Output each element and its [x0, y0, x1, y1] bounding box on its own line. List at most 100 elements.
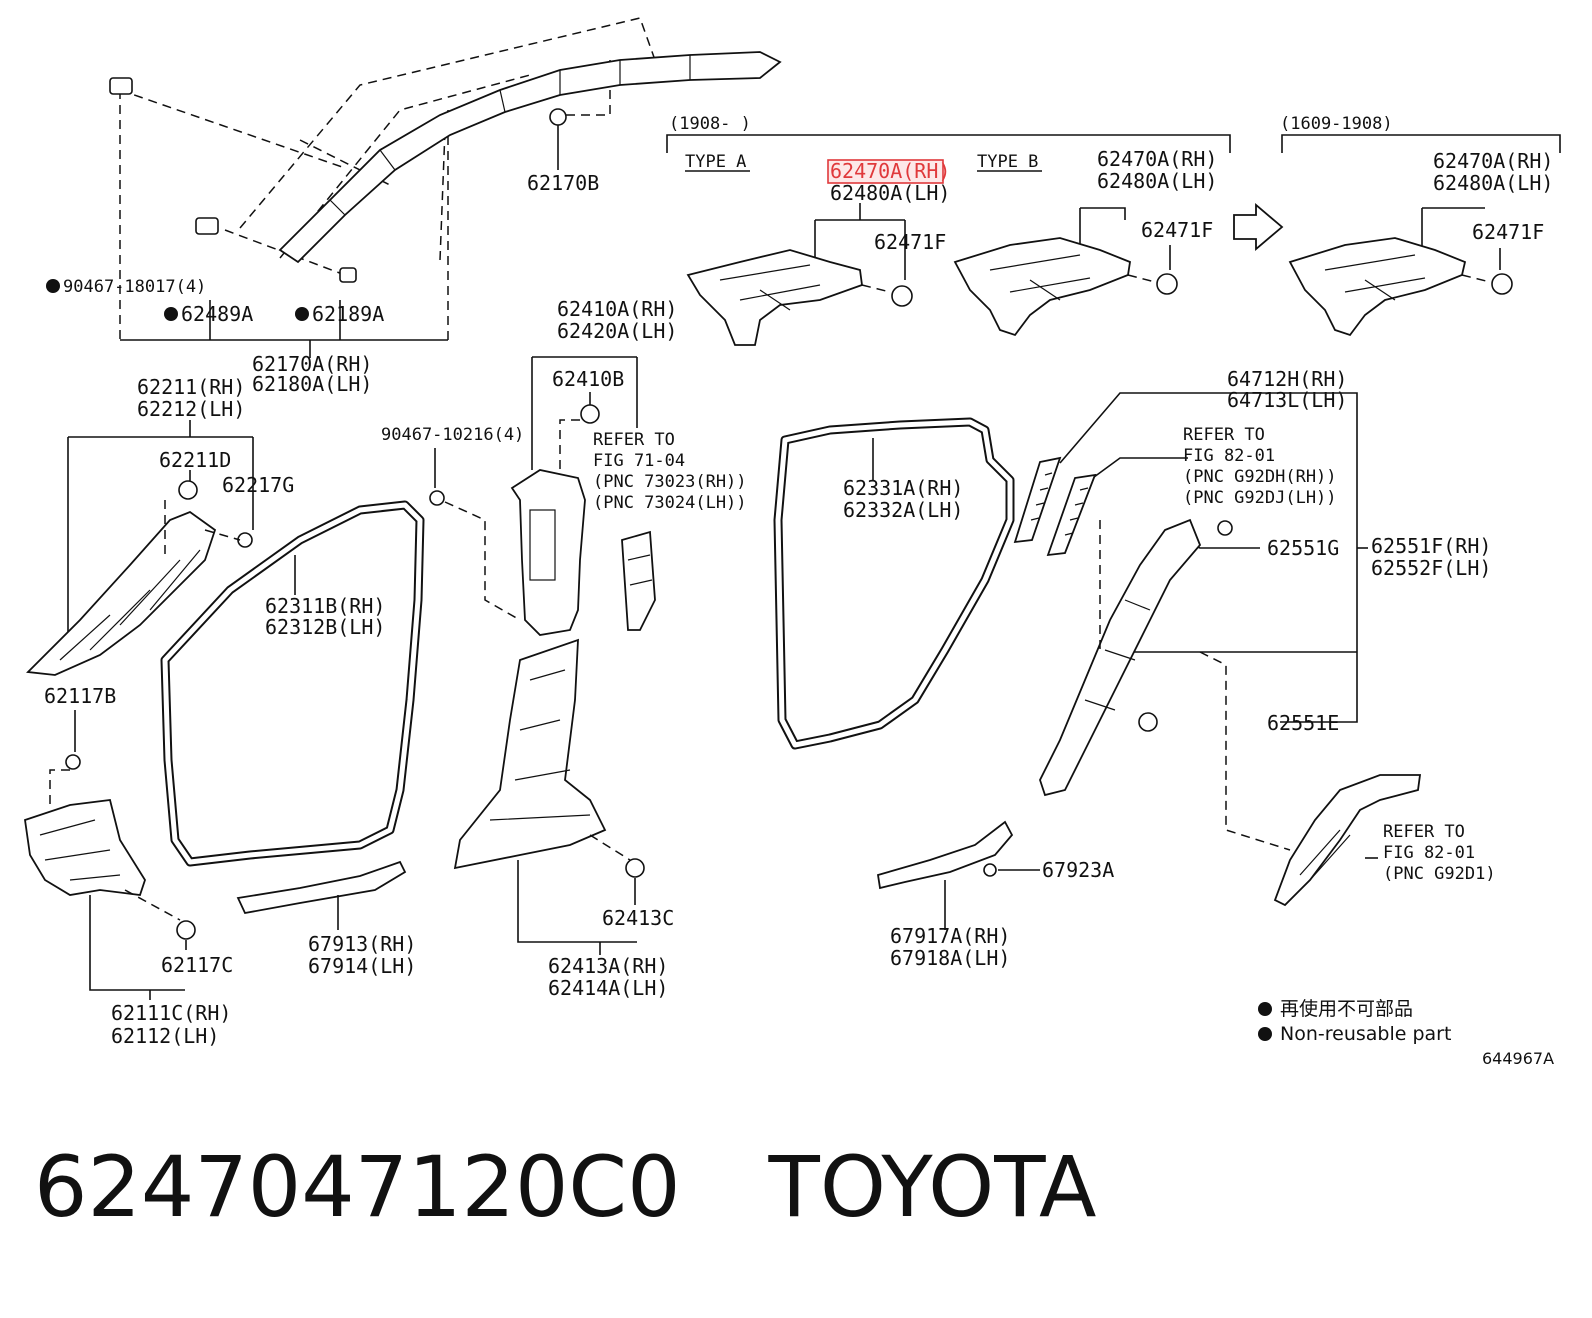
- clip-icon: [625, 858, 645, 878]
- quarter-lower-trim-group: [1013, 392, 1422, 907]
- label-67918A-lh: 67918A(LH): [890, 946, 1010, 970]
- quarter-lower-trim-part: [1039, 518, 1202, 797]
- label-62410B: 62410B: [552, 367, 624, 391]
- rear-door-weatherstrip-group: [773, 417, 1015, 750]
- clip-icon: [1156, 273, 1178, 295]
- cowl-side-trim-part: [24, 799, 146, 896]
- center-pillar-lower-group: [453, 638, 645, 955]
- vent-grille-part: [1046, 473, 1097, 557]
- front-pillar-garnish-group: [26, 420, 254, 810]
- label-62189A: 62189A: [312, 302, 384, 326]
- rear-door-weatherstrip-part: [773, 417, 1015, 750]
- label-62471F-type-a: 62471F: [874, 230, 946, 254]
- label-62480A-lh-earlier: 62480A(LH): [1433, 171, 1553, 195]
- label-62117B: 62117B: [44, 684, 116, 708]
- label-62470A-rh-type-b: 62470A(RH): [1097, 147, 1217, 171]
- label-62551E: 62551E: [1267, 711, 1339, 735]
- non-reusable-mark-icon: [1258, 1027, 1272, 1041]
- refer-fig-82-01-a-line3: (PNC G92DH(RH)): [1183, 467, 1337, 487]
- clip-icon: [983, 863, 997, 877]
- center-pillar-lower-part: [453, 638, 607, 870]
- label-64713L-lh: 64713L(LH): [1227, 388, 1347, 412]
- label-62410A-rh: 62410A(RH): [557, 297, 677, 321]
- non-reusable-mark-icon: [295, 307, 309, 321]
- label-67923A: 67923A: [1042, 858, 1114, 882]
- bolt-icon: [429, 490, 445, 506]
- center-pillar-upper-group: [429, 356, 656, 636]
- label-62470A-rh-earlier: 62470A(RH): [1433, 149, 1553, 173]
- label-62480A-lh-type-b: 62480A(LH): [1097, 169, 1217, 193]
- clip-icon: [1217, 520, 1233, 536]
- label-67914-lh: 67914(LH): [308, 954, 416, 978]
- a-pillar-upper-group: [109, 17, 782, 358]
- label-62170A-rh: 62170A(RH): [252, 352, 372, 376]
- label-1908-range: (1908- ): [669, 114, 751, 134]
- legend-non-reusable-en: Non-reusable part: [1280, 1023, 1451, 1045]
- refer-fig-82-01-a-line1: REFER TO: [1183, 425, 1265, 445]
- label-64712H-rh: 64712H(RH): [1227, 367, 1347, 391]
- refer-fig-82-01-a-line4: (PNC G92DJ(LH)): [1183, 488, 1337, 508]
- clip-icon: [580, 404, 600, 424]
- non-reusable-mark-icon: [1258, 1002, 1272, 1016]
- refer-fig-71-04-line2: FIG 71-04: [593, 451, 685, 471]
- clip-icon: [1138, 712, 1158, 732]
- quarter-lower-panel-part: [1273, 774, 1422, 907]
- clip-icon: [109, 77, 133, 95]
- refer-fig-82-01-b-line3: (PNC G92D1): [1383, 864, 1496, 884]
- non-reusable-mark-icon: [164, 307, 178, 321]
- label-1609-1908-range: (1609-1908): [1280, 114, 1393, 134]
- caption-brand: TOYOTA: [768, 1138, 1097, 1236]
- clip-icon: [339, 267, 357, 283]
- label-62413C: 62413C: [602, 906, 674, 930]
- label-62311B-rh: 62311B(RH): [265, 594, 385, 618]
- caption-part-number: 6247047120C0: [34, 1138, 681, 1236]
- clip-icon: [1491, 273, 1513, 295]
- refer-fig-82-01-a-line2: FIG 82-01: [1183, 446, 1275, 466]
- label-62117C: 62117C: [161, 953, 233, 977]
- label-62211-rh: 62211(RH): [137, 375, 245, 399]
- label-62170B: 62170B: [527, 171, 599, 195]
- label-67917A-rh: 67917A(RH): [890, 924, 1010, 948]
- rear-scuff-plate-part: [876, 820, 1014, 890]
- refer-fig-82-01-b-line1: REFER TO: [1383, 822, 1465, 842]
- front-pillar-garnish-part: [26, 510, 217, 676]
- label-62111C-rh: 62111C(RH): [111, 1001, 231, 1025]
- label-62552F-lh: 62552F(LH): [1371, 556, 1491, 580]
- highlight-box: [827, 159, 944, 184]
- refer-fig-71-04-line3: (PNC 73023(RH)): [593, 472, 747, 492]
- label-62471F-earlier: 62471F: [1472, 220, 1544, 244]
- front-door-weatherstrip-group: [160, 500, 425, 867]
- clip-icon: [891, 285, 913, 307]
- clip-icon: [195, 217, 219, 235]
- quarter-trim-type-a-part: [686, 249, 863, 346]
- clip-icon: [237, 532, 253, 548]
- refer-fig-71-04-line1: REFER TO: [593, 430, 675, 450]
- label-67913-rh: 67913(RH): [308, 932, 416, 956]
- clip-icon: [176, 920, 196, 940]
- center-pillar-upper-part: [510, 469, 586, 636]
- arrow-right-icon: [1233, 203, 1284, 251]
- label-62414A-lh: 62414A(LH): [548, 976, 668, 1000]
- refer-fig-71-04-line4: (PNC 73024(LH)): [593, 493, 747, 513]
- quarter-trim-variants-group: [666, 134, 1561, 346]
- label-62420A-lh: 62420A(LH): [557, 319, 677, 343]
- label-62331A-rh: 62331A(RH): [843, 476, 963, 500]
- label-62551G: 62551G: [1267, 536, 1339, 560]
- label-62470A-rh-type-a: 62470A(RH): [830, 159, 950, 183]
- label-62551F-rh: 62551F(RH): [1371, 534, 1491, 558]
- refer-fig-82-01-b-line2: FIG 82-01: [1383, 843, 1475, 863]
- label-62471F-type-b: 62471F: [1141, 218, 1213, 242]
- label-62112-lh: 62112(LH): [111, 1024, 219, 1048]
- clip-icon: [178, 480, 198, 500]
- label-type-b: TYPE B: [977, 152, 1038, 172]
- front-scuff-plate-group: [236, 860, 407, 930]
- clip-icon: [65, 754, 81, 770]
- cowl-side-trim-group: [24, 799, 196, 1000]
- legend-non-reusable-cn: 再使用不可部品: [1280, 998, 1413, 1020]
- figure-number: 644967A: [1482, 1049, 1554, 1068]
- label-62489A: 62489A: [181, 302, 253, 326]
- vent-grille-part: [1013, 456, 1062, 544]
- label-62217G: 62217G: [222, 473, 294, 497]
- non-reusable-mark-icon: [46, 279, 60, 293]
